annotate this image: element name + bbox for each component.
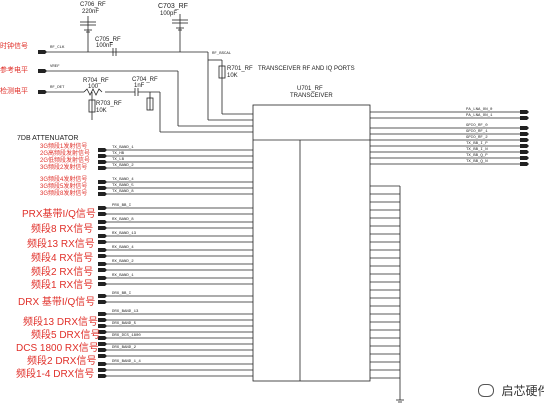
- rx-label-5: 频段1 RX信号: [31, 280, 94, 291]
- u701-ref: U701_RF: [297, 86, 323, 92]
- r703-value: 10K: [96, 108, 107, 114]
- tx-label-0: 3G频段1发射信号: [40, 144, 88, 150]
- drx-label-4: 频段2 DRX信号: [27, 356, 97, 367]
- right-net-3: GPIO_RF_1: [466, 130, 488, 134]
- transceiver-header: TRANSCEIVER RF AND IQ PORTS: [258, 66, 355, 72]
- rx-net-3: RX_BAND_4: [112, 246, 134, 250]
- r703-ref: R703_RF: [96, 101, 122, 107]
- transceiver-box: [252, 104, 371, 382]
- rx-net-1: RX_BAND_8: [112, 218, 134, 222]
- c706-ref: C706_RF: [80, 2, 106, 8]
- tx-net-3: TX_BAND_2: [112, 164, 134, 168]
- rx-net-5: RX_BAND_1: [112, 274, 134, 278]
- c703-ref: C703_RF: [158, 3, 188, 10]
- right-net-8: TX_BB_Q_N: [466, 160, 488, 164]
- right-net-2: GPIO_RF_0: [466, 124, 488, 128]
- drx-label-5: 频段1-4 DRX信号: [16, 369, 95, 380]
- right-net-6: TX_BB_I_N: [466, 148, 488, 152]
- right-net-1: PA_LNA_ON_1: [466, 114, 493, 118]
- tx-net-5: TX_BAND_5: [112, 184, 134, 188]
- tx-net-2: TX_LB: [112, 158, 125, 162]
- drx-net-5: DRX_BAND_1_4: [112, 360, 141, 364]
- rx-label-1: 频段8 RX信号: [31, 224, 94, 235]
- rx-label-4: 频段2 RX信号: [31, 267, 94, 278]
- tx-label-2: 2G低频段发射信号: [40, 158, 91, 164]
- watermark: 启芯硬件: [478, 383, 544, 399]
- right-net-0: PA_LNA_ON_0: [466, 108, 493, 112]
- right-net-7: TX_BB_Q_P: [466, 154, 488, 158]
- right-net-5: TX_BB_I_P: [466, 142, 488, 146]
- c705-ref: C705_RF: [95, 37, 121, 43]
- watermark-text: 启芯硬件: [501, 383, 544, 398]
- tx-net-1: TX_HB: [112, 152, 125, 156]
- drx-label-0: DRX 基带I/Q信号: [18, 297, 96, 308]
- clock-signal-label: 时钟信号: [0, 43, 28, 50]
- tx-net-0: TX_BAND_1: [112, 146, 134, 150]
- tx-label-5: 3G频段5发射信号: [40, 184, 88, 190]
- tx-label-3: 3G频段2发射信号: [40, 165, 88, 171]
- attenuator-label: 7DB ATTENUATOR: [17, 135, 79, 142]
- r701-ref: R701_RF: [227, 66, 253, 72]
- c705-value: 100nF: [96, 43, 114, 49]
- rf-clk-net: RF_CLK: [50, 46, 65, 50]
- u701-name: TRANSCEIVER: [290, 93, 333, 99]
- vref-net: VREF: [50, 65, 60, 69]
- c704-ref: C704_RF: [132, 77, 158, 83]
- tx-label-1: 2G高频段发射信号: [40, 151, 91, 157]
- drx-net-1: DRX_BAND_13: [112, 310, 139, 314]
- drx-label-1: 频段13 DRX信号: [23, 317, 99, 328]
- tx-net-6: TX_BAND_8: [112, 190, 134, 194]
- c704-value: 1nF: [134, 83, 145, 89]
- rx-net-4: RX_BAND_2: [112, 260, 134, 264]
- r704-value: 100: [88, 84, 99, 90]
- right-net-4: GPIO_RF_2: [466, 136, 488, 140]
- drx-net-0: DRX_BB_I: [112, 292, 132, 296]
- detect-level-label: 检测电平: [0, 88, 28, 95]
- rx-label-3: 频段4 RX信号: [31, 253, 94, 264]
- drx-label-2: 频段5 DRX信号: [31, 330, 101, 341]
- drx-net-2: DRX_BAND_5: [112, 322, 137, 326]
- c703-value: 100pF: [160, 11, 178, 17]
- r701-value: 10K: [227, 73, 238, 79]
- tx-net-4: TX_BAND_4: [112, 178, 134, 182]
- drx-net-4: DRX_BAND_2: [112, 346, 137, 350]
- drx-label-3: DCS 1800 RX信号: [16, 343, 99, 354]
- c706-value: 220nF: [82, 9, 100, 15]
- rx-net-2: RX_BAND_13: [112, 232, 137, 236]
- drx-net-3: DRX_DCS_1800: [112, 334, 141, 338]
- rf-bscal-net: RF_BSCAL: [212, 52, 232, 56]
- reference-level-label: 参考电平: [0, 67, 28, 74]
- tx-label-6: 3G频段8发射信号: [40, 191, 88, 197]
- rx-label-0: PRX基带I/Q信号: [22, 209, 96, 220]
- tx-label-4: 3G频段4发射信号: [40, 177, 88, 183]
- wechat-icon: [478, 384, 494, 398]
- r704-ref: R704_RF: [83, 78, 109, 84]
- rf-det-net: RF_DET: [50, 86, 65, 90]
- rx-net-0: PRX_BB_I: [112, 204, 132, 208]
- rx-label-2: 频段13 RX信号: [27, 239, 95, 250]
